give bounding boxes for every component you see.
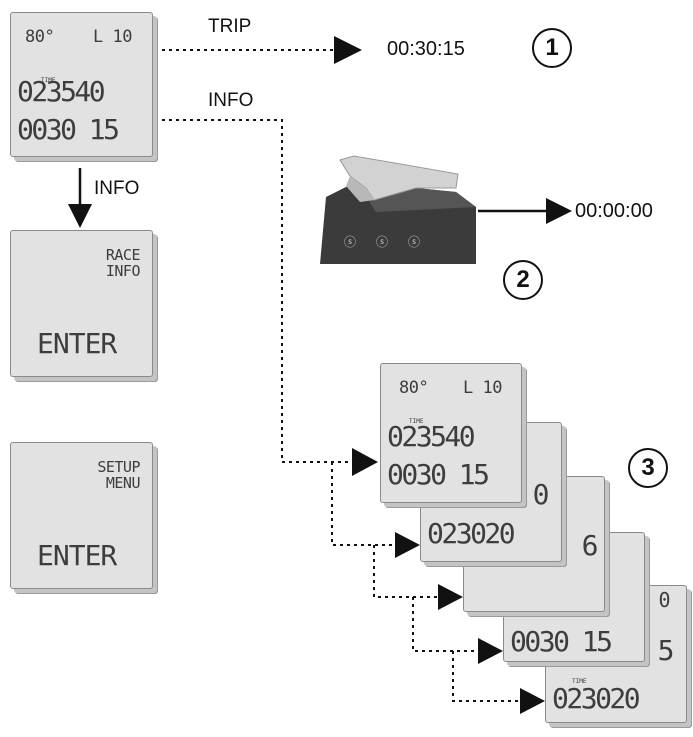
stack-card-5-value: 023020 — [552, 682, 641, 715]
info-arrowhead — [352, 448, 378, 476]
info-label-down: INFO — [94, 178, 140, 199]
stack-front-temp: 80° — [399, 378, 429, 398]
setup-menu-screen: SETUP MENU ENTER — [10, 442, 153, 589]
setup-menu-enter: ENTER — [37, 539, 117, 572]
stack-card-4-value: 0030 15 — [510, 625, 613, 658]
stack-card-2-partial: 0 — [532, 478, 550, 511]
info-down-arrowhead — [68, 204, 92, 228]
race-info-screen: RACE INFO ENTER — [10, 230, 153, 377]
stack-card-5-tag: TIME — [572, 678, 587, 685]
device-button-2[interactable]: ⓢ — [376, 235, 388, 249]
stack-front-lap: L 10 — [463, 378, 502, 398]
lap-readout: L 10 — [93, 27, 132, 47]
stack-front-odometer: 023540 — [387, 420, 476, 453]
handlebar-control-device: ⓢ ⓢ ⓢ — [320, 155, 476, 264]
race-info-enter: ENTER — [37, 327, 117, 360]
trip-label: TRIP — [208, 16, 252, 37]
stack-front-tag: TIME — [409, 418, 424, 425]
step-badge-2: 2 — [503, 260, 543, 300]
stack-card-3-partial: 6 — [581, 529, 599, 562]
odometer-readout: 023540 — [17, 75, 106, 108]
race-info-title: RACE INFO — [105, 246, 141, 280]
stack-front-time: 0030 15 — [387, 458, 490, 491]
stack-card-5-partial-2: 5 — [657, 634, 675, 667]
stack-card-front: 80° L 10 TIME 023540 0030 15 — [380, 363, 522, 503]
trip-arrowhead — [334, 36, 362, 64]
time-readout: 0030 15 — [17, 113, 120, 146]
device-button-1[interactable]: ⓢ — [344, 235, 356, 249]
main-lcd-screen: 80° L 10 TIME 023540 0030 15 — [10, 12, 153, 157]
device-arrowhead — [546, 198, 572, 224]
stack-connector-5 — [452, 651, 520, 702]
device-button-3[interactable]: ⓢ — [408, 235, 420, 249]
stack-connector-3 — [373, 545, 438, 598]
step-badge-1: 1 — [532, 28, 572, 68]
stack-card-5-partial-1: 0 — [658, 588, 670, 612]
setup-menu-title: SETUP MENU — [97, 458, 140, 492]
stack-card-2-value: 023020 — [427, 517, 516, 550]
reset-time-result: 00:00:00 — [575, 200, 653, 222]
info-label-top: INFO — [208, 90, 254, 111]
step-badge-3: 3 — [628, 448, 668, 488]
time-tag: TIME — [41, 77, 56, 84]
temp-readout: 80° — [25, 27, 55, 47]
trip-time-result: 00:30:15 — [387, 38, 465, 60]
info-connector — [162, 119, 352, 463]
